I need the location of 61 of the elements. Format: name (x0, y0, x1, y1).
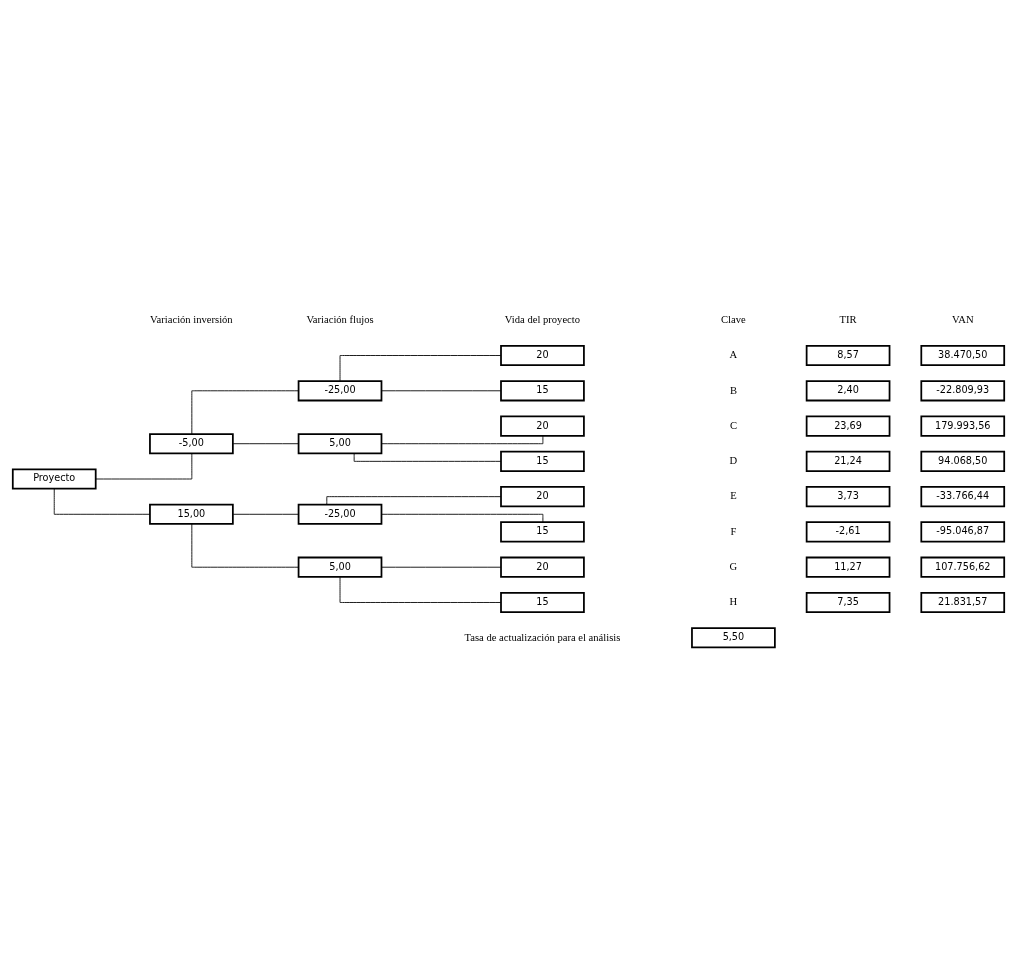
label: F (730, 525, 737, 537)
connector (381, 513, 544, 523)
connector (191, 523, 299, 568)
node-box: 20 (500, 486, 585, 508)
label: Clave (721, 313, 746, 325)
label: Tasa de actualización para el análisis (464, 631, 621, 643)
node-box: 21,24 (805, 450, 891, 472)
connector (232, 513, 299, 515)
connector (95, 453, 193, 480)
label: Variación inversión (150, 313, 233, 325)
node-box: -2,61 (805, 521, 891, 543)
connector (353, 453, 502, 462)
node-box: 15,00 (149, 503, 234, 525)
node-box: 15 (500, 450, 585, 472)
node-box: 15 (500, 591, 585, 614)
connector (339, 576, 502, 603)
node-box: 38.470,50 (920, 344, 1006, 367)
node-box: 107.756,62 (920, 556, 1006, 578)
label: H (729, 596, 738, 608)
node-box: 20 (500, 556, 585, 578)
connector (381, 566, 502, 568)
label: VAN (951, 313, 974, 325)
node-box: 3,73 (805, 486, 891, 508)
label: G (729, 560, 738, 572)
connector (326, 496, 502, 505)
node-box: 2,40 (805, 380, 891, 402)
node-box: 15 (500, 380, 585, 402)
connector (232, 443, 299, 445)
label: TIR (839, 313, 857, 325)
node-box: 20 (500, 344, 585, 367)
connector (53, 488, 151, 515)
node-box: 21.831,57 (920, 591, 1006, 614)
connector (191, 390, 299, 435)
label: A (729, 349, 738, 361)
node-box: 7,35 (805, 591, 891, 614)
node-box: 179.993,56 (920, 415, 1006, 437)
node-box: -22.809,93 (920, 380, 1006, 402)
node-box: -25,00 (297, 503, 383, 525)
node-box: Proyecto (11, 468, 97, 490)
label: Vida del proyecto (504, 313, 581, 325)
node-box: 94.068,50 (920, 450, 1006, 472)
node-box: 20 (500, 415, 585, 437)
label: D (729, 455, 738, 467)
connector (381, 390, 502, 392)
node-box: -25,00 (297, 380, 383, 402)
node-box: -95.046,87 (920, 521, 1006, 543)
node-box: 5,00 (297, 556, 383, 578)
label: Variación flujos (306, 313, 374, 325)
node-box: 8,57 (805, 344, 891, 367)
node-box: 11,27 (805, 556, 891, 578)
connector (381, 435, 544, 445)
label: E (730, 490, 737, 502)
node-box: 5,50 (691, 627, 776, 649)
node-box: 23,69 (805, 415, 891, 437)
label: C (729, 419, 737, 431)
node-box: 15 (500, 521, 585, 543)
node-box: -5,00 (149, 433, 234, 455)
connector (339, 355, 502, 382)
node-box: 5,00 (297, 433, 383, 455)
label: B (729, 384, 737, 396)
node-box: -33.766,44 (920, 486, 1006, 508)
